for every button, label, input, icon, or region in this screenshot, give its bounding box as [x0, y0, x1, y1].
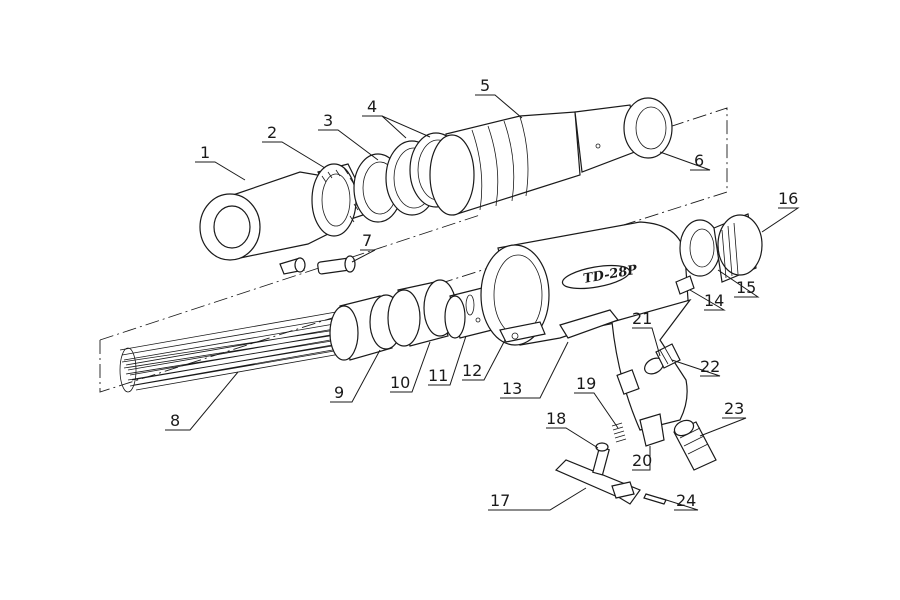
callout-19: 19 [576, 374, 596, 393]
callout-13: 13 [502, 379, 522, 398]
callout-6: 6 [694, 151, 704, 170]
part-24-pin [643, 493, 667, 505]
part-14-rear-insert [675, 275, 695, 295]
callout-12: 12 [462, 361, 482, 380]
part-17-trigger-lever [554, 459, 641, 505]
callout-3: 3 [323, 111, 333, 130]
callout-11: 11 [428, 366, 448, 385]
callout-10: 10 [390, 373, 410, 392]
callout-15: 15 [736, 278, 756, 297]
callout-1: 1 [200, 143, 210, 162]
callout-numbers: 1 2 3 4 5 6 7 8 9 10 11 12 13 14 15 16 1… [170, 76, 798, 510]
part-20-valve-body [639, 413, 665, 447]
callout-14: 14 [704, 291, 724, 310]
part-22-inlet-nut [655, 343, 681, 369]
part-10-piston-sleeve [387, 279, 457, 347]
part-15-washer-ring [679, 219, 721, 277]
part-18-valve-pin [592, 442, 610, 476]
part-19-valve-spring [611, 422, 627, 443]
callout-21: 21 [632, 309, 652, 328]
callout-9: 9 [334, 383, 344, 402]
callout-18: 18 [546, 409, 566, 428]
callout-16: 16 [778, 189, 798, 208]
callout-leaders [165, 94, 800, 511]
callout-23: 23 [724, 399, 744, 418]
callout-20: 20 [632, 451, 652, 470]
assembly-axis-lines [99, 107, 728, 393]
callout-22: 22 [700, 357, 720, 376]
callout-17: 17 [490, 491, 510, 510]
callout-24: 24 [676, 491, 696, 510]
part-16-rear-plug [713, 213, 763, 283]
part-7-screw [279, 255, 356, 275]
part-6-end-ring [623, 97, 673, 159]
part-12-latch [499, 321, 546, 343]
callout-5: 5 [480, 76, 490, 95]
part-23-air-inlet-fitting [673, 419, 717, 471]
callout-8: 8 [170, 411, 180, 430]
part-8-needle-bundle [119, 311, 347, 393]
part-13-handle-body [480, 221, 692, 431]
callout-7: 7 [362, 231, 372, 250]
callout-4: 4 [367, 97, 377, 116]
callout-2: 2 [267, 123, 277, 142]
part-5-barrel [429, 104, 641, 216]
